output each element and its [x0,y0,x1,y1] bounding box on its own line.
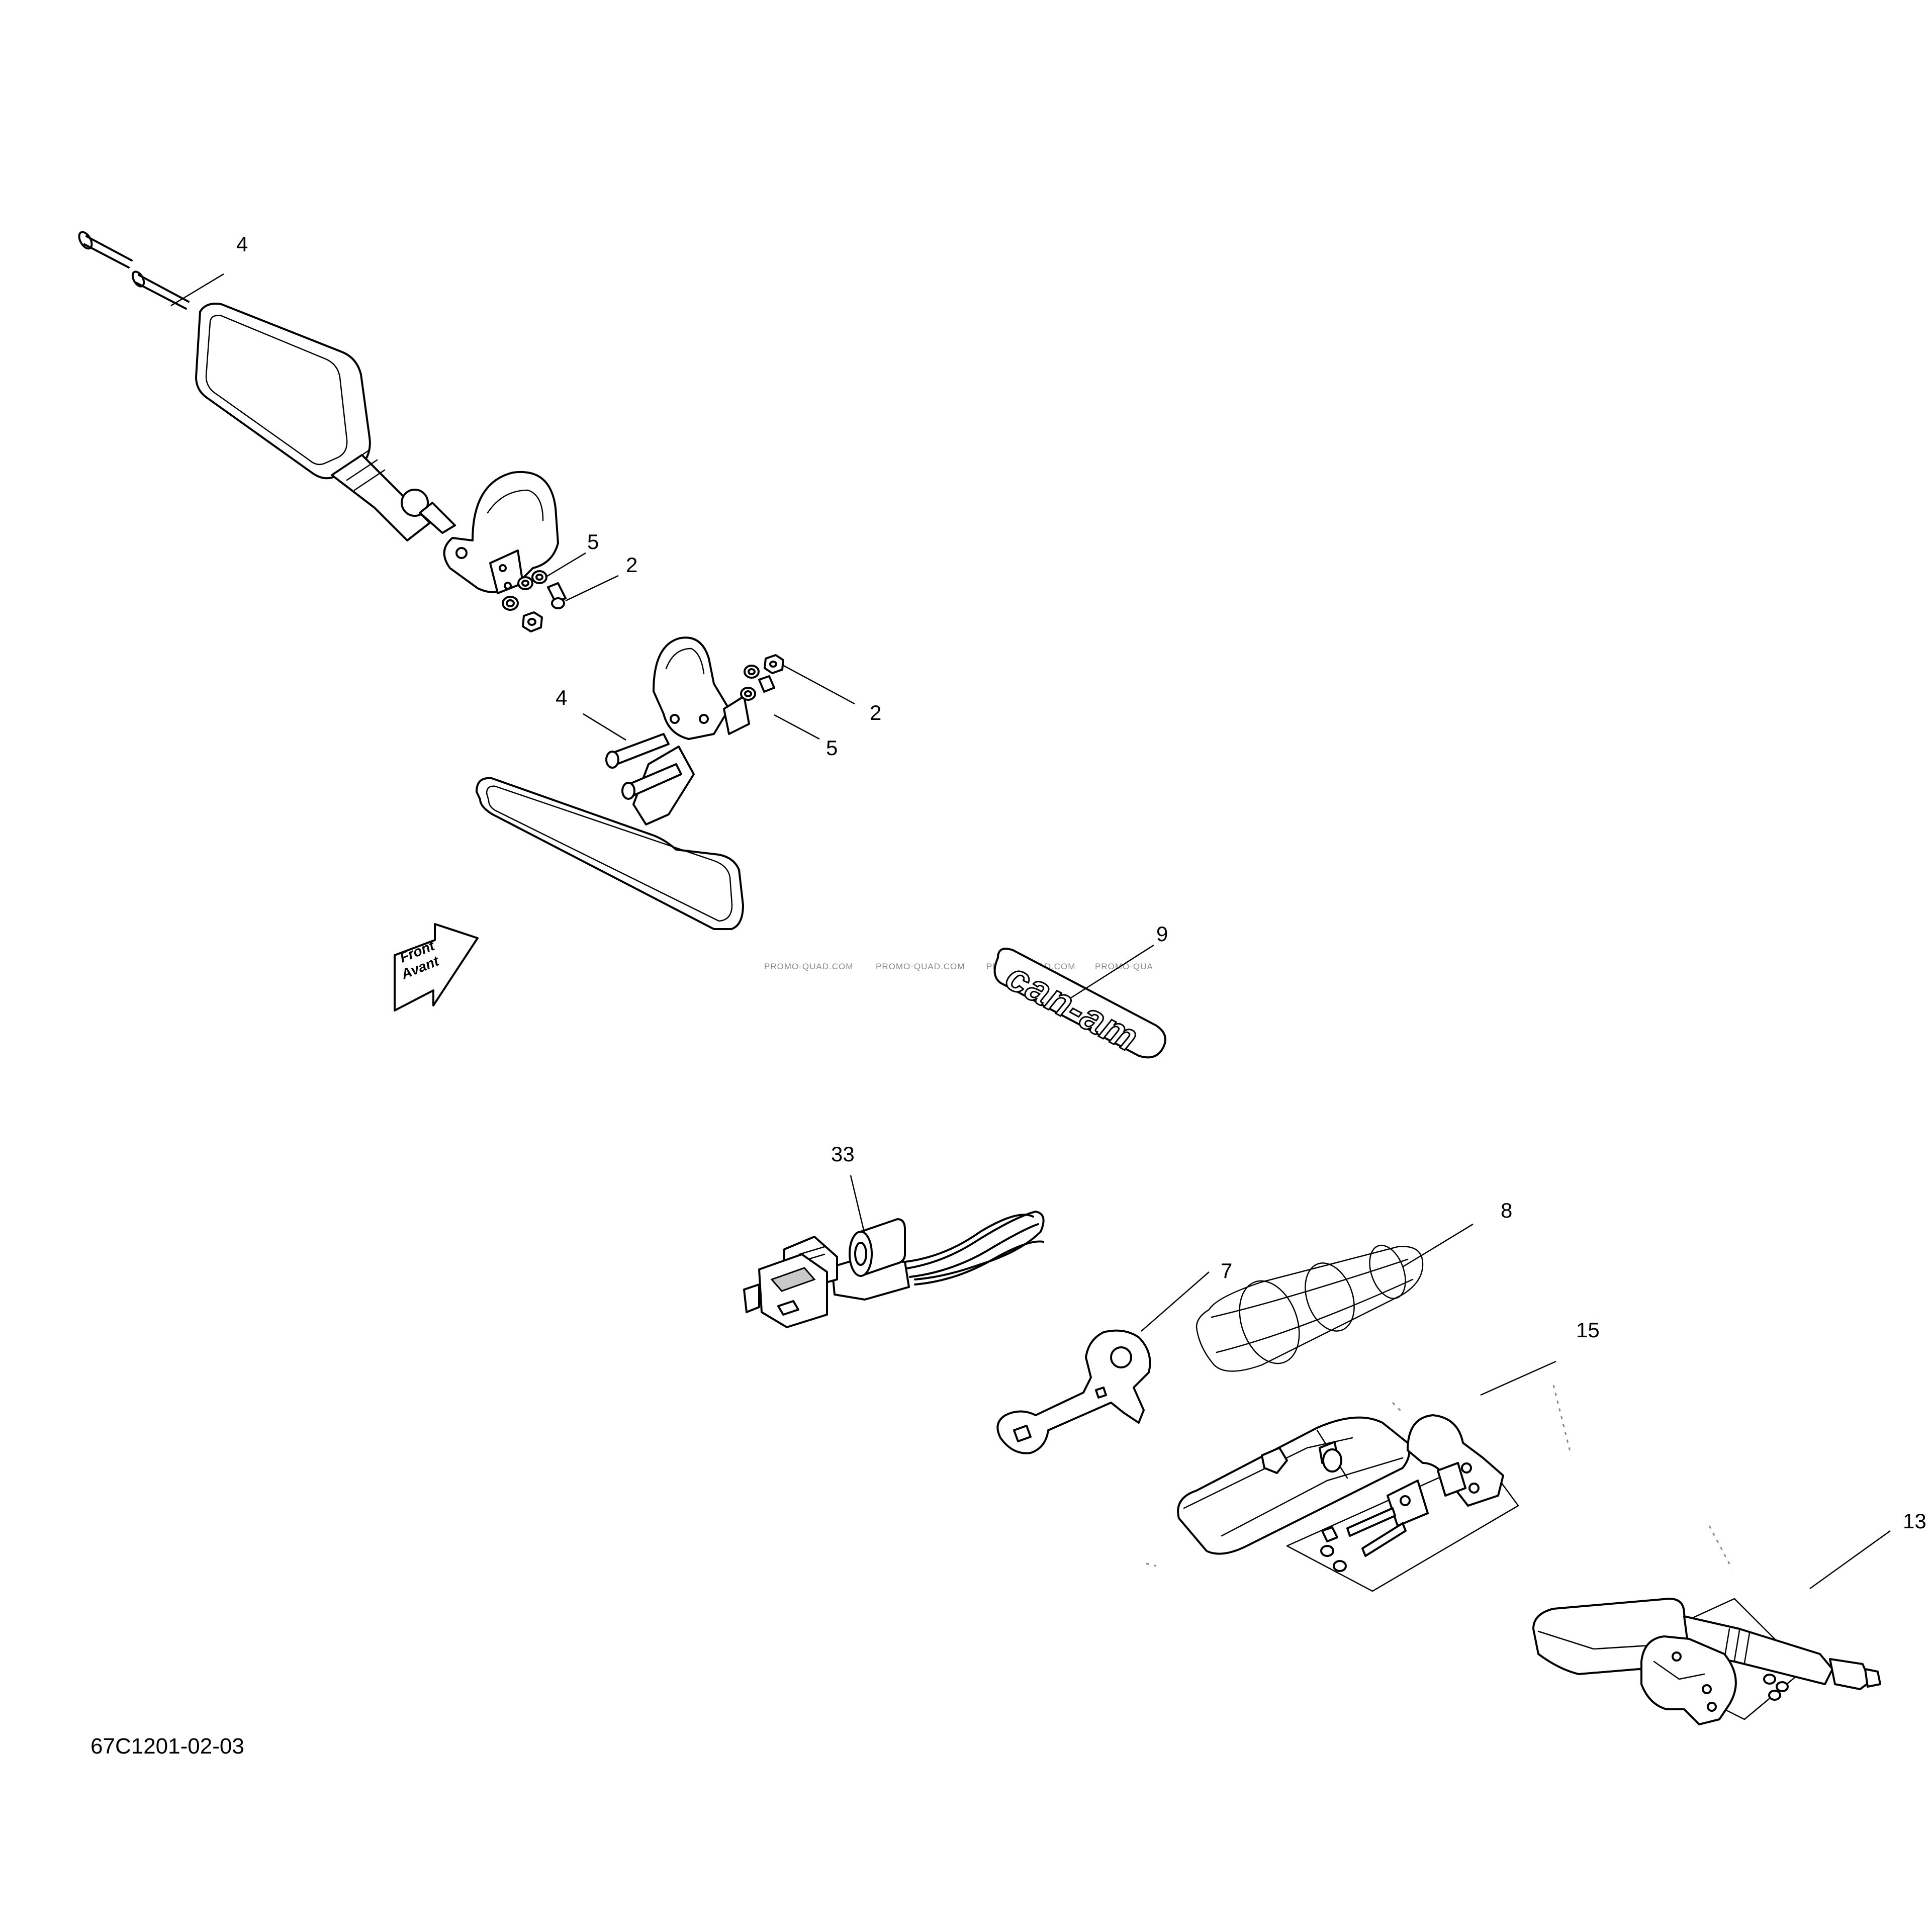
wiring-harness[interactable] [743,1211,1045,1328]
leader-lines [170,273,1891,1590]
callout-7: 7 [1221,1259,1232,1282]
callout-8: 8 [1501,1199,1512,1222]
side-mirror-13[interactable] [1532,1525,1881,1725]
callout-4-top: 4 [236,232,248,256]
callout-33: 33 [831,1142,855,1166]
watermark: PROMO-QUAD.COM PROMO-QUAD.COM PROMO-QUAD… [764,962,1153,971]
callout-5-top: 5 [587,530,599,554]
callout-9: 9 [1156,922,1168,946]
callout-2-top: 2 [626,553,637,577]
bolt-part-4-mid[interactable] [605,733,682,800]
callout-2-mid: 2 [870,701,881,724]
tube-sleeve[interactable] [1195,1240,1424,1372]
watermark-1: PROMO-QUAD.COM [764,962,853,971]
mirror-kit-15[interactable] [1146,1385,1572,1592]
washer-nut-hardware-top[interactable] [502,570,567,632]
callout-13: 13 [1903,1509,1926,1533]
center-mirror[interactable] [476,636,750,930]
side-mirror-left[interactable] [195,303,559,594]
washer-nut-hardware-mid[interactable] [740,654,784,701]
watermark-4: PROMO-QUA [1095,962,1153,971]
callouts: 4 5 2 2 4 5 9 33 8 7 15 13 [236,232,1926,1533]
watermark-2: PROMO-QUAD.COM [876,962,965,971]
spanner-wrench[interactable] [996,1329,1151,1454]
drawing-number: 67C1201-02-03 [90,1734,244,1759]
callout-5-mid: 5 [826,736,838,760]
callout-15: 15 [1576,1318,1600,1342]
pin-part-4-top[interactable] [76,230,190,310]
callout-4-mid: 4 [556,686,567,709]
front-direction-arrow: Front Avant [394,923,479,1011]
